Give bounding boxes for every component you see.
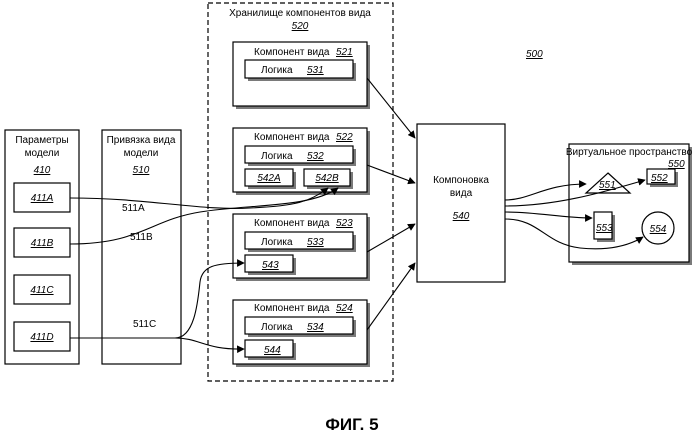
view-component-store: Хранилище компонентов вида 520 Компонент… bbox=[208, 3, 393, 381]
model-param-411a: 411A bbox=[14, 183, 70, 212]
svg-text:532: 532 bbox=[307, 151, 324, 162]
svg-text:411D: 411D bbox=[30, 332, 53, 343]
svg-text:534: 534 bbox=[307, 322, 324, 333]
rect-element-553: 553 bbox=[594, 212, 615, 242]
svg-text:Логика: Логика bbox=[261, 151, 293, 162]
view-composer: Компоновка вида 540 bbox=[417, 124, 505, 282]
svg-text:521: 521 bbox=[336, 47, 353, 58]
view-component-522: Компонент вида 522 Логика 532 542A 542B bbox=[233, 128, 370, 195]
svg-text:522: 522 bbox=[336, 132, 353, 143]
element-542b: 542B bbox=[304, 169, 353, 189]
view-binding-title-line2: модели bbox=[124, 148, 159, 159]
svg-text:411B: 411B bbox=[31, 238, 54, 249]
svg-text:552: 552 bbox=[651, 173, 668, 184]
composer-line2: вида bbox=[450, 188, 473, 199]
virtual-space-ref: 550 bbox=[668, 159, 685, 170]
rect-element-552: 552 bbox=[647, 169, 678, 187]
svg-text:543: 543 bbox=[262, 260, 279, 271]
model-param-411b: 411B bbox=[14, 228, 70, 257]
svg-text:553: 553 bbox=[596, 223, 613, 234]
virtual-space: Виртуальное пространство 550 551 552 553… bbox=[566, 144, 693, 265]
arrow-523-to-composer bbox=[367, 224, 415, 252]
svg-text:523: 523 bbox=[336, 218, 353, 229]
svg-text:Компонент вида: Компонент вида bbox=[254, 303, 330, 314]
arrow-521-to-composer bbox=[367, 78, 415, 138]
svg-text:544: 544 bbox=[264, 345, 281, 356]
svg-text:542A: 542A bbox=[257, 173, 281, 184]
svg-text:Компонент вида: Компонент вида bbox=[254, 132, 330, 143]
model-param-411c: 411C bbox=[14, 275, 70, 304]
circle-element-554: 554 bbox=[642, 212, 674, 244]
store-ref: 520 bbox=[292, 21, 309, 32]
model-params-panel: Параметры модели 410 411A 411B 411C 411D bbox=[5, 130, 79, 364]
svg-text:Компонент вида: Компонент вида bbox=[254, 47, 330, 58]
view-component-521: Компонент вида 521 Логика 531 bbox=[233, 42, 370, 109]
view-binding-ref: 510 bbox=[133, 165, 150, 176]
view-component-523: Компонент вида 523 Логика 533 543 bbox=[233, 214, 370, 281]
element-543: 543 bbox=[245, 255, 296, 275]
svg-text:Компонент вида: Компонент вида bbox=[254, 218, 330, 229]
virtual-space-title: Виртуальное пространство bbox=[566, 147, 693, 158]
view-binding-panel: Привязка вида модели 510 511A 511B 511C bbox=[102, 130, 181, 364]
svg-text:542B: 542B bbox=[315, 173, 339, 184]
model-params-title-line1: Параметры bbox=[15, 135, 68, 146]
arrow-522-to-composer bbox=[367, 165, 415, 183]
arrow-524-to-composer bbox=[367, 263, 415, 330]
svg-text:554: 554 bbox=[650, 224, 667, 235]
link-label-511a: 511A bbox=[122, 203, 145, 214]
svg-text:Логика: Логика bbox=[261, 65, 293, 76]
figure-ref: 500 bbox=[526, 49, 543, 60]
svg-text:533: 533 bbox=[307, 237, 324, 248]
store-title: Хранилище компонентов вида bbox=[229, 8, 371, 19]
model-params-ref: 410 bbox=[34, 165, 51, 176]
svg-text:Логика: Логика bbox=[261, 322, 293, 333]
svg-text:411A: 411A bbox=[31, 193, 54, 204]
model-param-411d: 411D bbox=[14, 322, 70, 351]
element-542a: 542A bbox=[245, 169, 296, 189]
svg-text:531: 531 bbox=[307, 65, 324, 76]
composer-ref: 540 bbox=[453, 211, 470, 222]
composer-line1: Компоновка bbox=[433, 175, 489, 186]
svg-text:524: 524 bbox=[336, 303, 353, 314]
svg-text:Логика: Логика bbox=[261, 237, 293, 248]
link-label-511b: 511B bbox=[130, 232, 153, 243]
view-component-524: Компонент вида 524 Логика 534 544 bbox=[233, 300, 370, 367]
view-binding-title-line1: Привязка вида bbox=[107, 135, 176, 146]
link-label-511c: 511C bbox=[133, 319, 156, 330]
figure-caption: ФИГ. 5 bbox=[325, 415, 378, 434]
element-544: 544 bbox=[245, 340, 296, 360]
model-params-title-line2: модели bbox=[25, 148, 60, 159]
svg-text:411C: 411C bbox=[30, 285, 54, 296]
